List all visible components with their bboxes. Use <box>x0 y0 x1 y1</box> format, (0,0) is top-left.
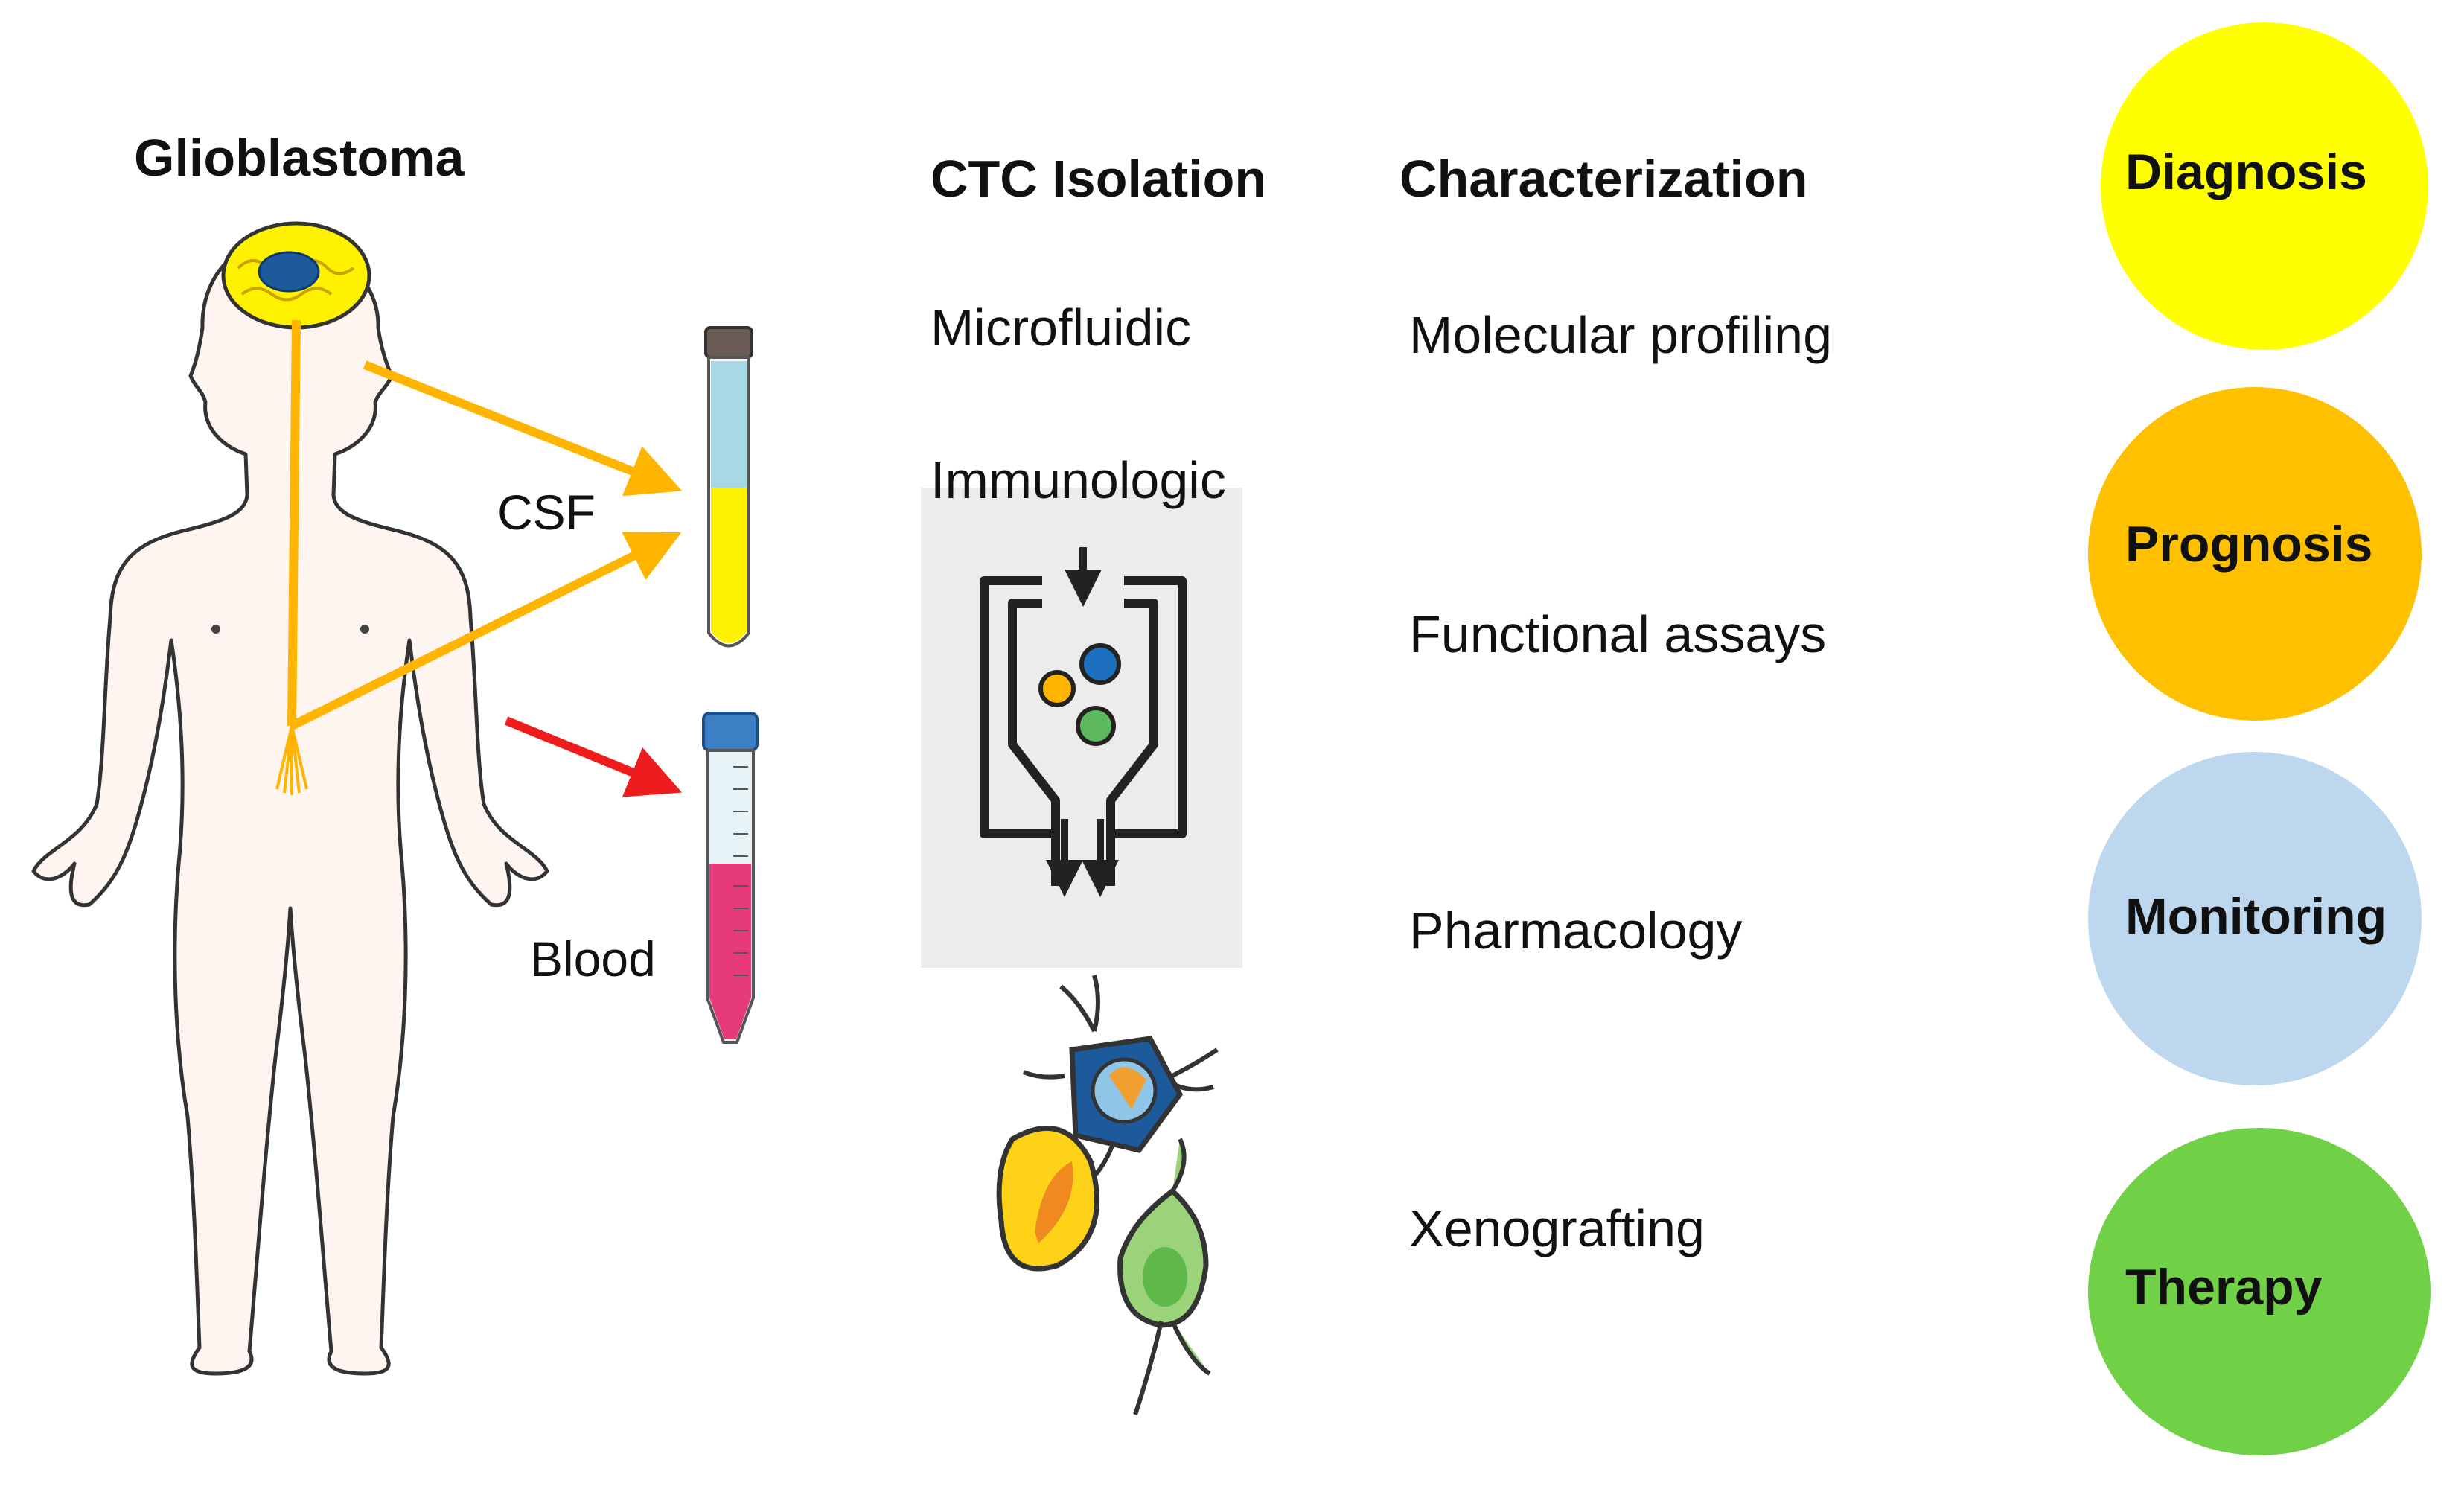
ctc-cells-illustration <box>996 975 1219 1415</box>
blood-label: Blood <box>530 931 656 986</box>
cell-dot-green <box>1076 706 1116 746</box>
csf-arrow-lower <box>290 532 682 730</box>
blood-arrow <box>504 716 683 797</box>
cauda-equina <box>275 725 308 795</box>
characterization-header: Characterization <box>1399 150 1808 208</box>
cell-dot-blue <box>1079 643 1121 685</box>
csf-tube <box>704 326 753 648</box>
outcome-circle-monitoring <box>2088 752 2422 1085</box>
csf-label: CSF <box>497 485 596 540</box>
characterization-item-functional-assays: Functional assays <box>1409 605 1827 663</box>
cell-dot-orange <box>1038 670 1076 707</box>
outcome-label-prognosis: Prognosis <box>2125 516 2373 573</box>
outcome-label-therapy: Therapy <box>2125 1259 2323 1316</box>
isolation-method-microfluidic: Microfluidic <box>931 299 1192 357</box>
blood-tube <box>702 712 759 1044</box>
csf-arrow-upper <box>363 360 683 497</box>
ctc-isolation-header: CTC Isolation <box>931 150 1267 208</box>
tumor-mass <box>258 251 320 293</box>
spinal-cord <box>287 319 301 727</box>
characterization-item-xenografting: Xenografting <box>1409 1199 1705 1257</box>
outcome-circle-prognosis <box>2088 387 2422 721</box>
human-body-figure <box>31 236 549 1376</box>
isolation-method-immunologic: Immunologic <box>931 451 1226 509</box>
glioblastoma-title: Glioblastoma <box>134 129 465 187</box>
outcome-label-monitoring: Monitoring <box>2125 888 2387 945</box>
outcome-circle-diagnosis <box>2101 22 2428 350</box>
outcome-label-diagnosis: Diagnosis <box>2125 144 2367 200</box>
characterization-item-molecular-profiling: Molecular profiling <box>1409 306 1833 364</box>
characterization-item-pharmacology: Pharmacology <box>1409 902 1743 960</box>
outcome-circle-therapy <box>2088 1128 2431 1455</box>
